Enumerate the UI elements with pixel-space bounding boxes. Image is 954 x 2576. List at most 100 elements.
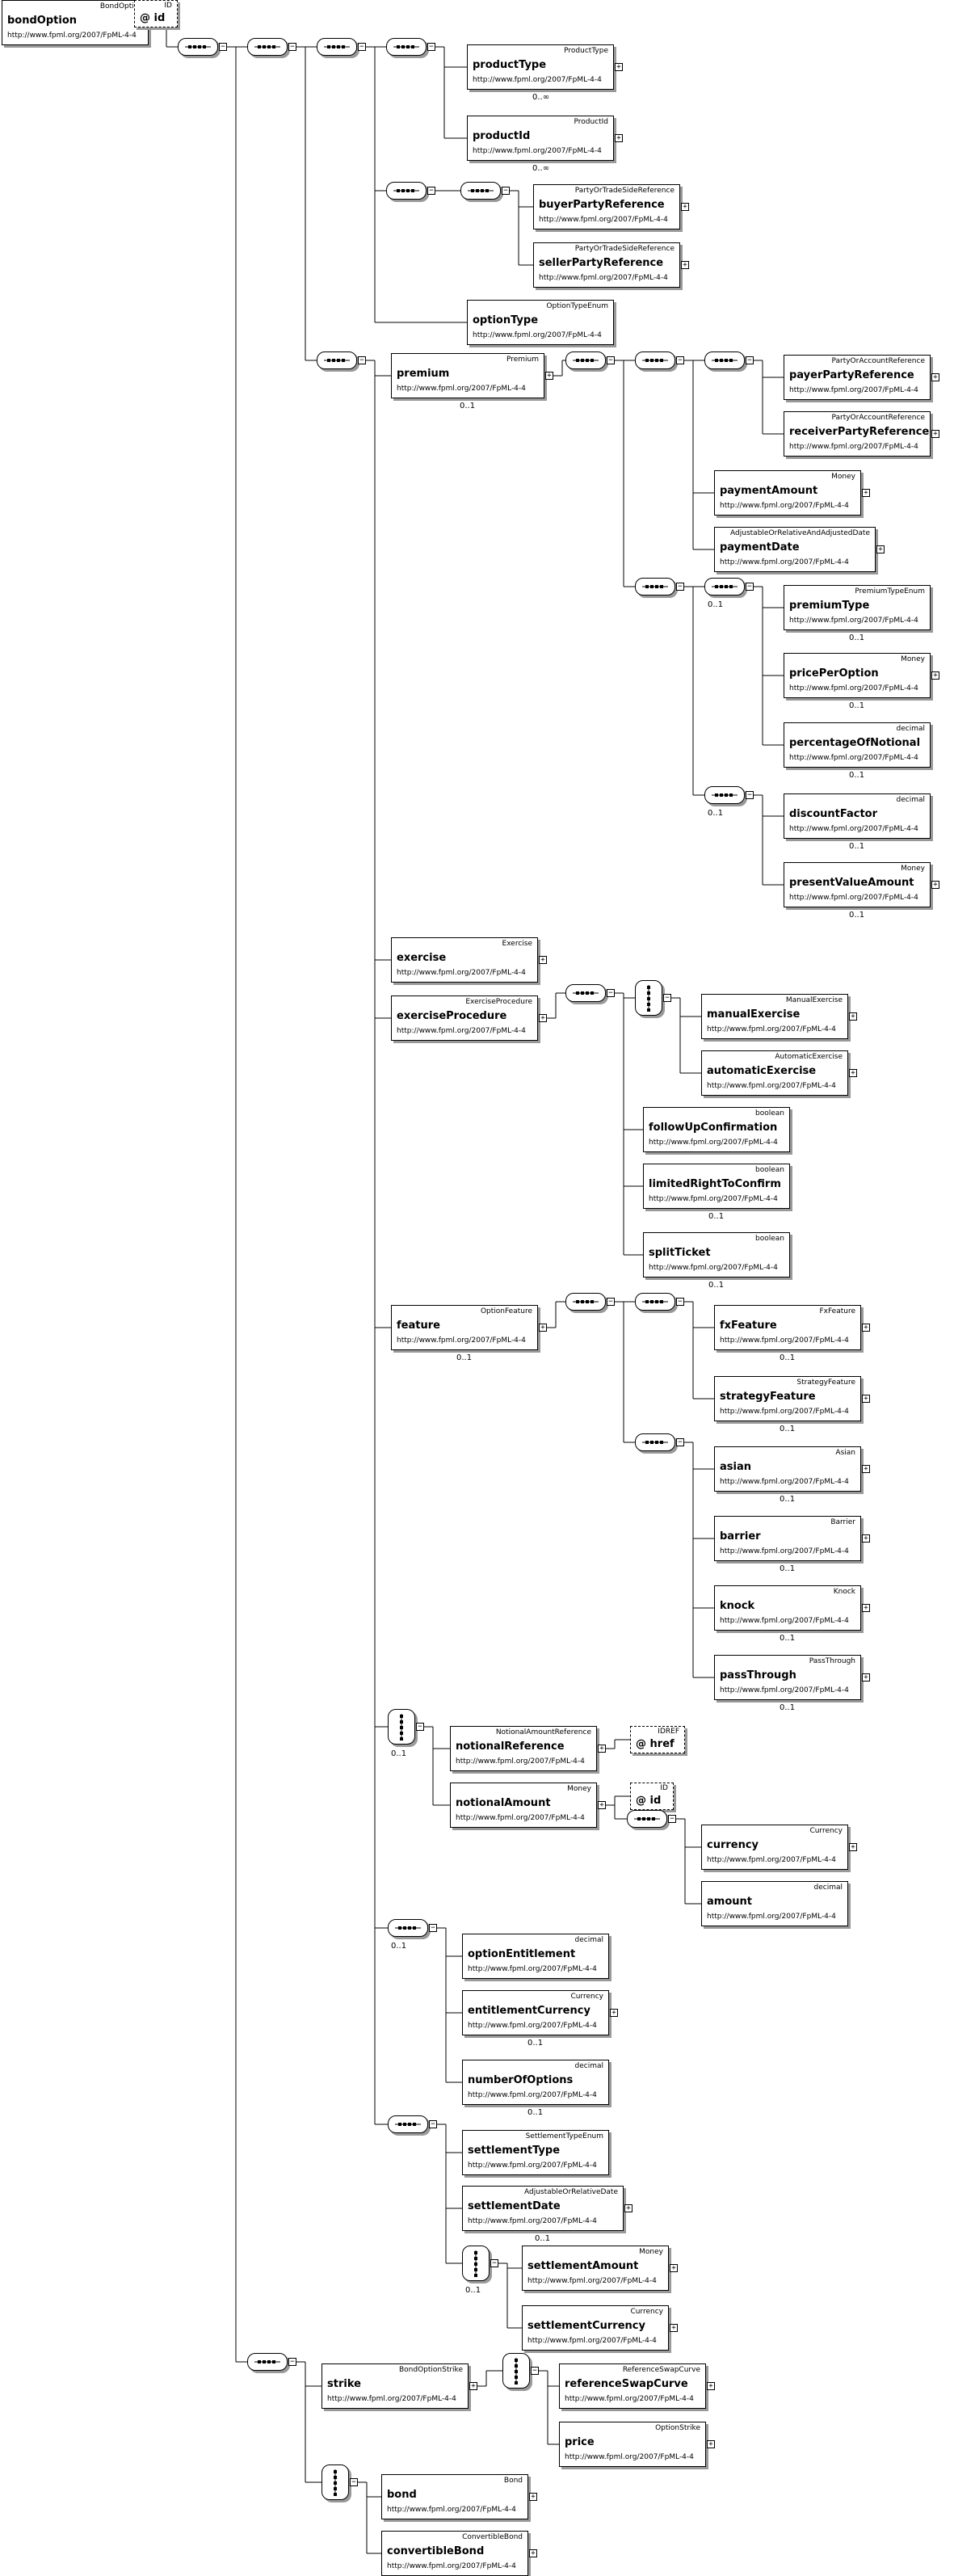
sequence-compositor-icon[interactable]: [627, 1810, 667, 1828]
expand-icon[interactable]: +: [849, 1012, 857, 1021]
choice-compositor-icon[interactable]: [502, 2353, 530, 2389]
collapse-icon[interactable]: −: [531, 2367, 539, 2375]
attribute-id-attr2[interactable]: ID@ id: [630, 1783, 674, 1810]
sequence-compositor-icon[interactable]: [565, 1293, 606, 1311]
sequence-compositor-icon[interactable]: [388, 1919, 428, 1937]
sequence-compositor-icon[interactable]: [247, 2353, 288, 2371]
sequence-compositor-icon[interactable]: [388, 2115, 428, 2133]
collapse-icon[interactable]: −: [427, 187, 435, 195]
collapse-icon[interactable]: −: [288, 43, 296, 51]
collapse-icon[interactable]: −: [746, 791, 754, 799]
expand-icon[interactable]: +: [849, 1069, 857, 1077]
collapse-icon[interactable]: −: [676, 356, 684, 364]
expand-icon[interactable]: +: [862, 1324, 870, 1332]
sequence-compositor-icon[interactable]: [178, 38, 218, 56]
expand-icon[interactable]: +: [862, 1465, 870, 1473]
collapse-icon[interactable]: −: [746, 583, 754, 591]
sequence-compositor-icon[interactable]: [635, 1433, 675, 1451]
collapse-icon[interactable]: −: [502, 187, 510, 195]
expand-icon[interactable]: +: [862, 489, 870, 497]
expand-icon[interactable]: +: [931, 430, 939, 438]
expand-icon[interactable]: +: [862, 1604, 870, 1612]
collapse-icon[interactable]: −: [416, 1723, 424, 1731]
sequence-compositor-icon[interactable]: [635, 578, 675, 596]
expand-icon[interactable]: +: [624, 2204, 632, 2212]
expand-icon[interactable]: +: [529, 2493, 537, 2501]
collapse-icon[interactable]: −: [663, 994, 671, 1002]
collapse-icon[interactable]: −: [429, 1924, 437, 1932]
collapse-icon[interactable]: −: [746, 356, 754, 364]
expand-icon[interactable]: +: [707, 2382, 715, 2390]
expand-icon[interactable]: +: [849, 1843, 857, 1851]
attribute-href-attr[interactable]: IDREF@ href: [630, 1726, 685, 1753]
expand-icon[interactable]: +: [670, 2264, 678, 2272]
sequence-compositor-icon[interactable]: [247, 38, 288, 56]
expand-icon[interactable]: +: [545, 372, 553, 380]
expand-icon[interactable]: +: [615, 134, 623, 142]
collapse-icon[interactable]: −: [358, 43, 366, 51]
expand-icon[interactable]: +: [529, 2549, 537, 2557]
choice-compositor-icon[interactable]: [322, 2464, 349, 2500]
sequence-compositor-icon[interactable]: [635, 1293, 675, 1311]
collapse-icon[interactable]: −: [219, 43, 227, 51]
expand-icon[interactable]: +: [681, 203, 689, 211]
collapse-icon[interactable]: −: [490, 2259, 498, 2267]
expand-icon[interactable]: +: [598, 1745, 606, 1753]
expand-icon[interactable]: +: [931, 881, 939, 889]
collapse-icon[interactable]: −: [607, 989, 615, 997]
expand-icon[interactable]: +: [862, 1673, 870, 1682]
sequence-compositor-icon[interactable]: [635, 351, 675, 369]
sequence-compositor-icon[interactable]: [704, 351, 745, 369]
collapse-icon[interactable]: −: [288, 2358, 296, 2366]
collapse-icon[interactable]: −: [350, 2478, 358, 2486]
collapse-icon[interactable]: −: [358, 356, 366, 364]
expand-icon[interactable]: +: [707, 2440, 715, 2448]
sequence-compositor-icon[interactable]: [386, 38, 427, 56]
expand-icon[interactable]: +: [862, 1534, 870, 1543]
choice-compositor-icon[interactable]: [635, 980, 662, 1016]
collapse-icon[interactable]: −: [607, 356, 615, 364]
sequence-compositor-icon[interactable]: [565, 351, 606, 369]
sequence-compositor-icon[interactable]: [317, 38, 357, 56]
expand-icon[interactable]: +: [615, 63, 623, 71]
sequence-compositor-icon[interactable]: [386, 182, 427, 200]
collapse-icon[interactable]: −: [676, 1438, 684, 1446]
collapse-icon[interactable]: −: [668, 1815, 676, 1823]
collapse-icon[interactable]: −: [676, 1298, 684, 1306]
expand-icon[interactable]: +: [862, 1395, 870, 1403]
expand-icon[interactable]: +: [670, 2324, 678, 2332]
expand-icon[interactable]: +: [931, 671, 939, 680]
expand-icon[interactable]: +: [876, 545, 885, 554]
sequence-compositor-icon[interactable]: [460, 182, 501, 200]
